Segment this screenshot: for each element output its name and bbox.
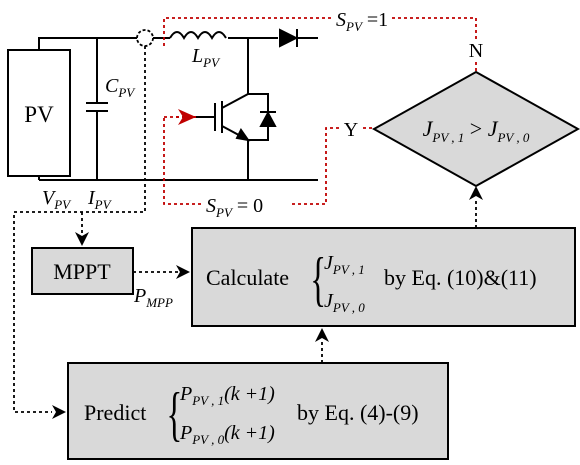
calculate-line1: JPV , 1 <box>324 252 365 277</box>
inductor-coil <box>169 31 227 40</box>
predict-box <box>67 362 449 460</box>
spv0-path <box>163 118 204 205</box>
s-pv-1-label: SPV =1 <box>336 9 388 34</box>
pv-label: PV <box>24 102 54 127</box>
predict-line1: PPV , 1(k +1) <box>179 383 275 408</box>
calculate-brace: { <box>310 247 326 313</box>
pv-source-box <box>7 49 71 177</box>
igbt-collector <box>221 90 249 109</box>
boost-circuit <box>7 28 318 181</box>
p-mpp-label: PMPP <box>133 285 173 310</box>
igbt-emitter-arrow <box>235 128 251 142</box>
decision-no-label: N <box>469 40 483 62</box>
spv1-to-no <box>392 17 477 40</box>
calculate-suffix: by Eq. (10)&(11) <box>384 265 537 290</box>
predict-suffix: by Eq. (4)-(9) <box>297 400 419 425</box>
l-pv-label: LPV <box>191 45 221 70</box>
calculate-prefix: Calculate <box>206 265 289 290</box>
measurement-paths <box>13 46 477 413</box>
predict-to-calc-arrow <box>315 328 329 342</box>
decision-condition: JPV , 1 > JPV , 0 <box>423 116 530 145</box>
mppt-box <box>31 247 134 295</box>
top-rail <box>38 37 170 50</box>
switch-signal-paths <box>163 17 477 205</box>
sense-to-mppt-arrow <box>75 232 89 246</box>
calculate-line2: JPV , 0 <box>324 290 365 315</box>
mppt-label: MPPT <box>53 259 111 284</box>
v-pv-label: VPV <box>42 187 72 212</box>
calculate-box <box>191 227 576 327</box>
c-pv-label: CPV <box>105 75 136 100</box>
i-pv-label: IPV <box>87 187 113 212</box>
predict-line2: PPV , 0(k +1) <box>179 422 275 447</box>
sense-line <box>13 46 146 413</box>
calc-to-decision-arrow <box>469 186 483 200</box>
freewheel-diode-triangle <box>259 110 277 127</box>
current-sensor-circle <box>136 29 154 47</box>
diode-triangle <box>279 28 299 48</box>
s-pv-0-label: SPV = 0 <box>206 195 263 220</box>
decision-yes-label: Y <box>344 119 358 141</box>
decision-diamond <box>371 70 580 188</box>
spv0-to-yes <box>292 127 340 205</box>
predict-prefix: Predict <box>84 400 146 425</box>
predict-brace: { <box>167 382 183 448</box>
predict-arrow <box>52 405 66 419</box>
mppt-to-calc-arrow <box>176 265 190 279</box>
gate-signal-arrow <box>178 109 196 125</box>
